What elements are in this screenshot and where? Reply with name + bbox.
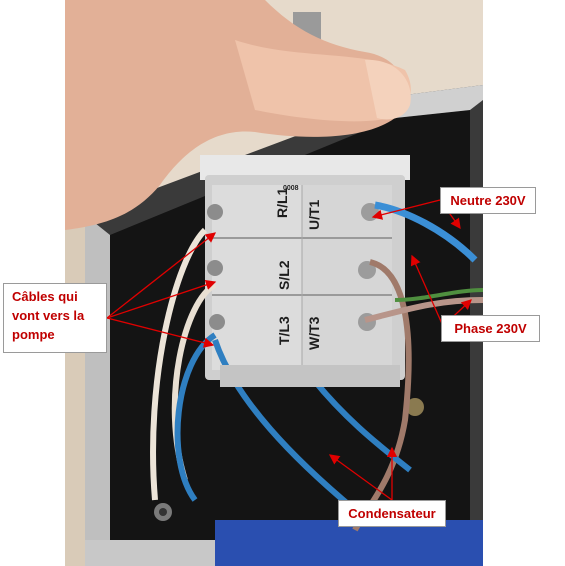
label-s-l2: S/L2 xyxy=(276,260,292,290)
callout-neutre: Neutre 230V xyxy=(440,187,536,214)
callout-cables-line-3: pompe xyxy=(12,327,55,342)
wiring-photo: R/L1 U/T1 S/L2 T/L3 W/T3 0008 xyxy=(65,0,483,566)
pump-base xyxy=(215,520,483,566)
wire-blue xyxy=(174,332,217,502)
thumbnail xyxy=(365,59,411,120)
screw xyxy=(209,314,225,330)
callout-phase: Phase 230V xyxy=(441,315,540,342)
callout-cables-pompe: Câbles qui vont vers la pompe xyxy=(3,283,107,353)
callout-neutre-text: Neutre 230V xyxy=(450,193,526,208)
label-t-l3: T/L3 xyxy=(276,316,292,345)
label-w-t3: W/T3 xyxy=(306,316,322,350)
callout-condensateur: Condensateur xyxy=(338,500,446,527)
label-code: 0008 xyxy=(283,185,299,192)
callout-condensateur-text: Condensateur xyxy=(348,506,436,521)
callout-cables-line-2: vont vers la xyxy=(12,308,85,323)
screw xyxy=(207,204,223,220)
callout-cables-line-1: Câbles qui xyxy=(12,289,78,304)
label-u-t1: U/T1 xyxy=(306,199,322,230)
callout-phase-text: Phase 230V xyxy=(454,321,527,336)
label-r-l1: R/L1 xyxy=(274,187,290,218)
screw xyxy=(207,260,223,276)
